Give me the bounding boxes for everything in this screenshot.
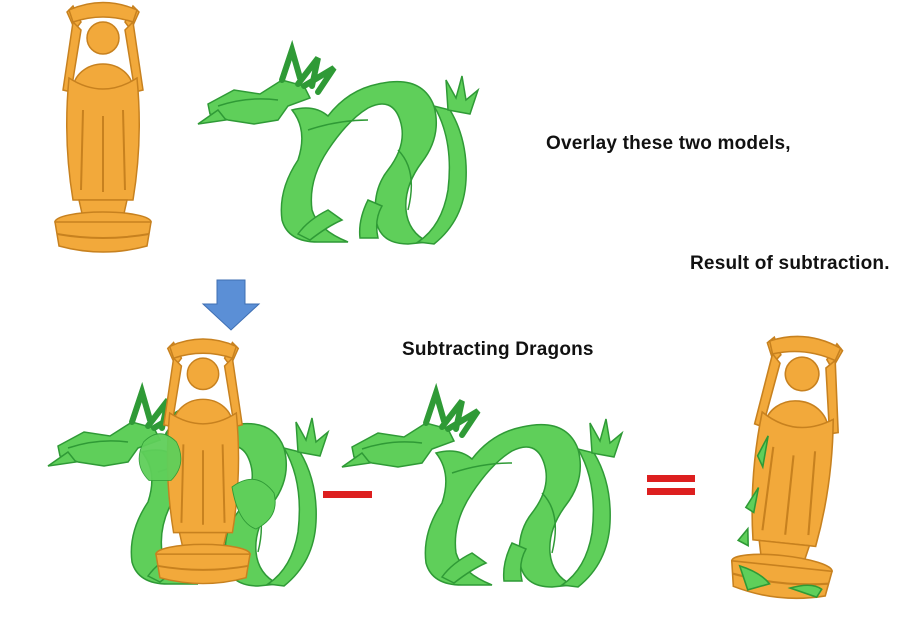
down-arrow-icon xyxy=(201,279,261,331)
subtract-caption: Subtracting Dragons xyxy=(402,339,594,360)
minus-icon xyxy=(323,491,372,498)
result-model xyxy=(727,330,858,604)
dragon-model xyxy=(198,50,478,244)
buddha-model xyxy=(54,1,152,253)
equals-icon xyxy=(647,475,695,495)
dragon-model-copy xyxy=(342,393,622,587)
result-caption: Result of subtraction. xyxy=(690,253,890,274)
overlaid-models xyxy=(48,338,328,586)
overlay-caption: Overlay these two models, xyxy=(546,133,791,154)
